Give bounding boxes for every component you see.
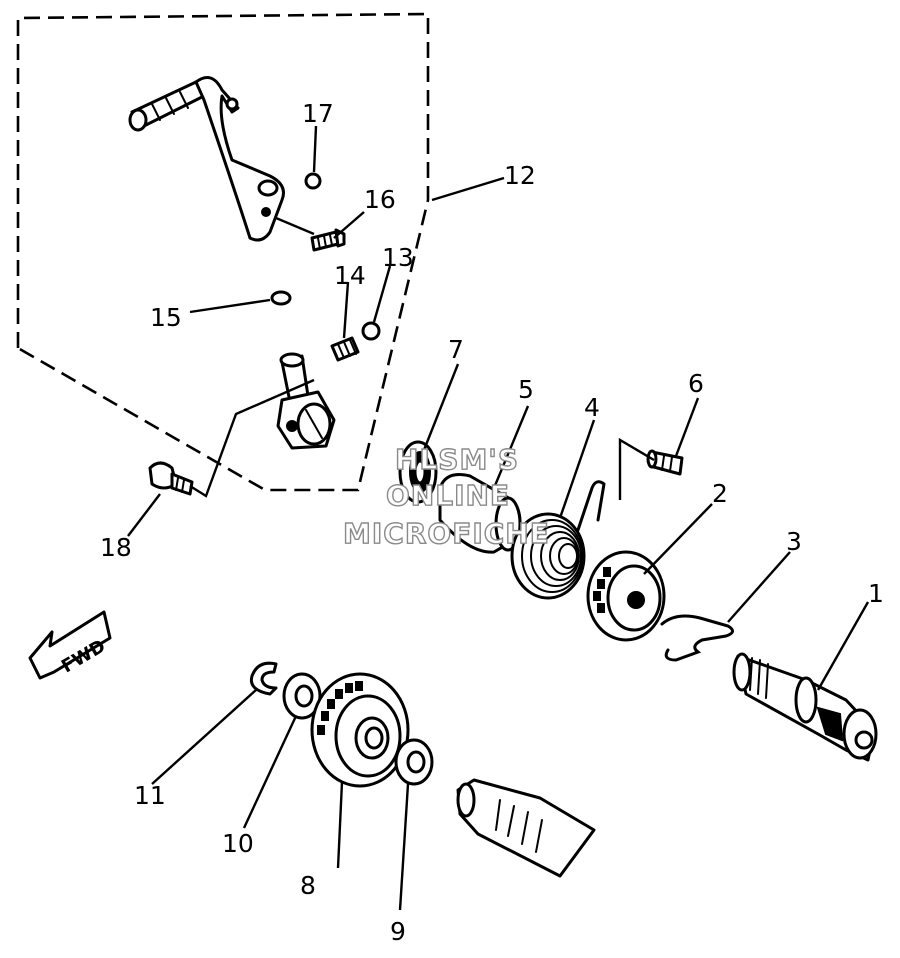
part-1-kick-axle [732,652,878,762]
callout-8: 8 [300,871,316,900]
watermark-line-1: HLSM'S [395,443,519,476]
callout-5: 5 [518,375,534,404]
forward-direction-arrow: FWD [28,610,112,680]
part-11-circlip [249,661,278,696]
part-9-washer [394,738,434,786]
watermark-line-3: MICROFICHE [343,517,550,550]
callout-2: 2 [712,479,728,508]
callout-15: 15 [150,303,182,332]
callout-6: 6 [688,369,704,398]
callout-10: 10 [222,829,254,858]
part-17-ball [304,172,322,190]
assembly-group-boundary [16,12,430,492]
callout-1: 1 [868,579,884,608]
kick-crank-arm [128,76,285,242]
part-10-washer [282,672,322,720]
part-16-bolt [310,228,346,252]
watermark: HLSM'S ONLINE MICROFICHE [342,442,550,550]
callout-7: 7 [448,335,464,364]
part-14-spring [330,336,360,362]
callout-17: 17 [302,99,334,128]
callout-4: 4 [584,393,600,422]
watermark-line-2: ONLINE [386,479,510,512]
callout-12: 12 [504,161,536,190]
part-2-ratchet [586,550,666,642]
callout-16: 16 [364,185,396,214]
callout-numbers: 1 2 3 4 5 6 7 8 9 10 11 12 13 14 15 16 1… [100,99,884,946]
part-13-ball [361,321,381,341]
part-8-kick-gear [310,672,410,788]
part-18-bolt [148,461,194,496]
callout-13: 13 [382,243,414,272]
leader-lines [127,125,870,911]
callout-11: 11 [134,781,166,810]
callout-14: 14 [334,261,366,290]
callout-18: 18 [100,533,132,562]
callout-3: 3 [786,527,802,556]
part-15-ring [270,290,292,306]
callout-9: 9 [390,917,406,946]
part-7-oil-seal [398,440,438,504]
part-3-clip [660,614,734,662]
kick-boss [276,352,336,450]
transmission-shaft [456,778,596,878]
part-5-collar [438,473,522,554]
part-4-torsion-spring [510,480,606,600]
